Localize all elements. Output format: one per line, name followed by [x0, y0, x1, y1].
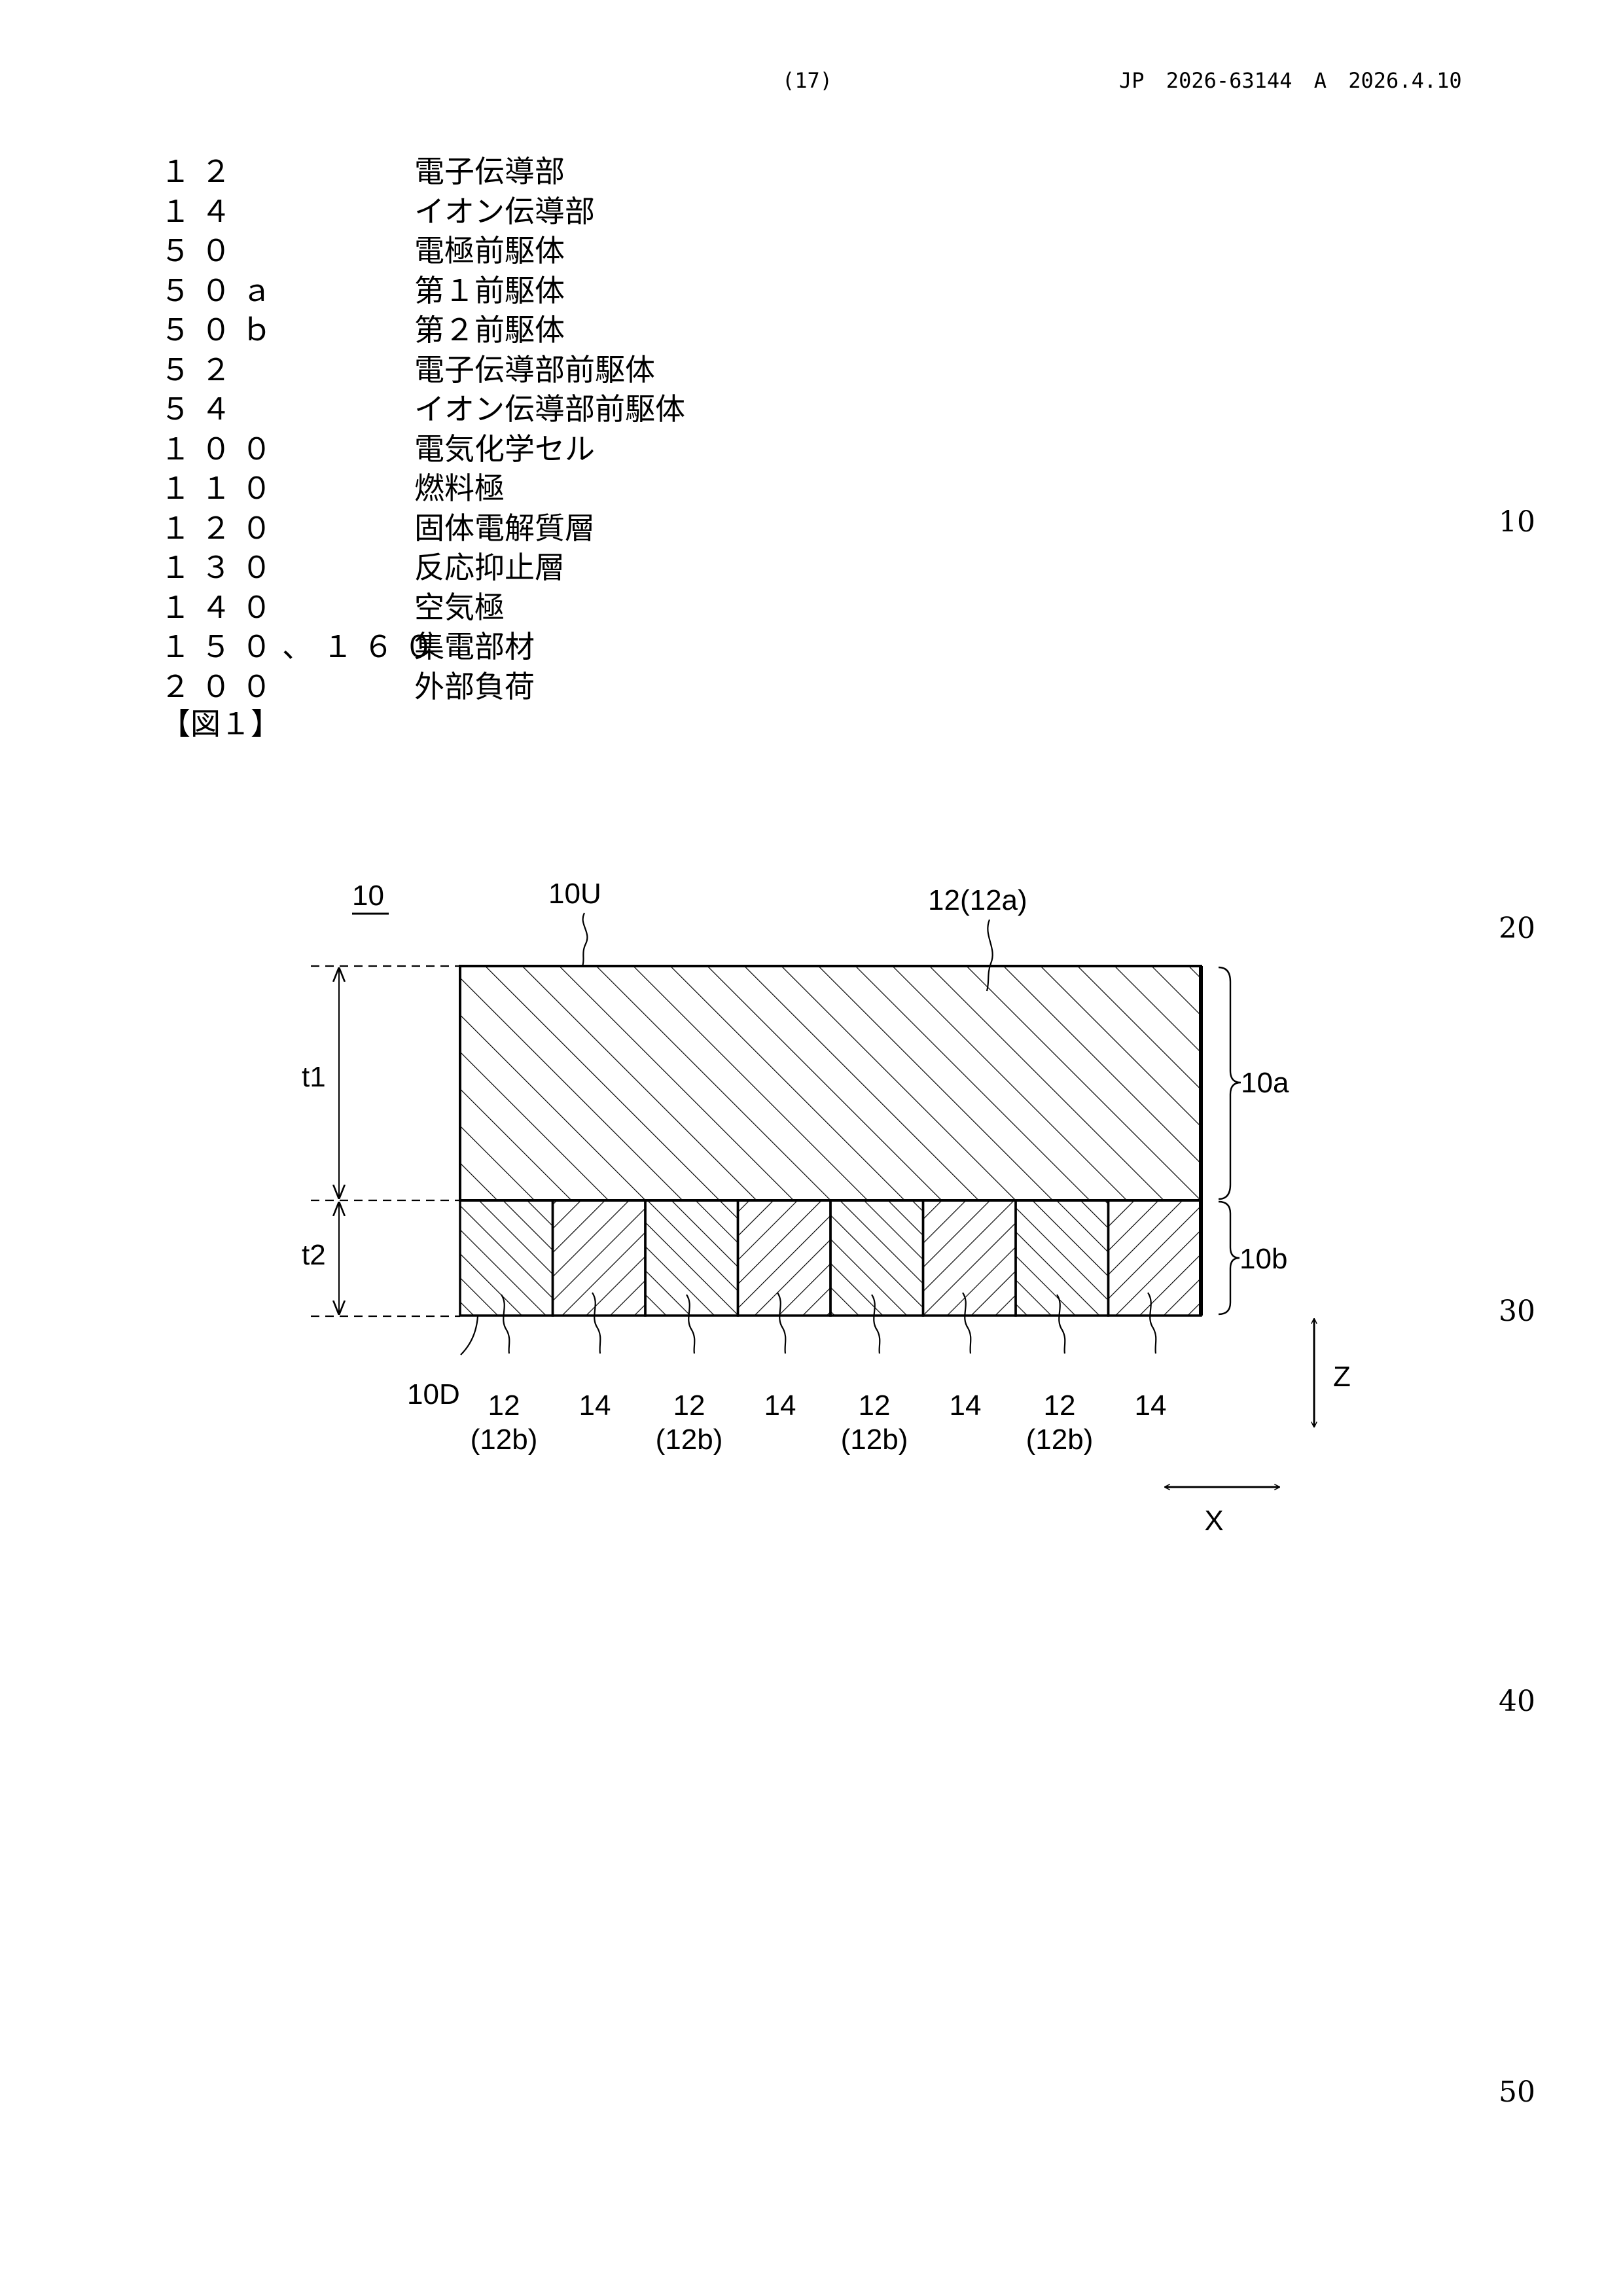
segment-electron-conductor — [645, 1200, 738, 1316]
segment-label: 14 — [1135, 1390, 1167, 1422]
figure-ref-number: 10 — [352, 880, 384, 912]
label-10a: 10a — [1241, 1067, 1289, 1099]
label-10b: 10b — [1240, 1243, 1287, 1275]
segment-electron-conductor — [460, 1200, 553, 1316]
segment-sublabel: (12b) — [471, 1424, 538, 1456]
label-10U: 10U — [548, 878, 601, 910]
leader-10U — [582, 913, 587, 966]
segment-label: 14 — [579, 1390, 611, 1422]
segment-sublabel: (12b) — [841, 1424, 908, 1456]
t1-label: t1 — [302, 1061, 326, 1093]
segment-ion-conductor — [1109, 1200, 1202, 1316]
segment-sublabel: (12b) — [1026, 1424, 1094, 1456]
segment-label: 14 — [950, 1390, 982, 1422]
brace-10a — [1219, 967, 1241, 1199]
brace-10b — [1219, 1202, 1240, 1314]
segment-ion-conductor — [553, 1200, 646, 1316]
segment-ion-conductor — [923, 1200, 1016, 1316]
segment-sublabel: (12b) — [656, 1424, 723, 1456]
dimension-extension-lines — [311, 966, 460, 1316]
segment-label: 12 — [1044, 1390, 1076, 1422]
lower-layer-10b — [460, 1200, 1201, 1316]
segment-label: 12 — [859, 1390, 891, 1422]
segment-electron-conductor — [1016, 1200, 1109, 1316]
z-axis-label: Z — [1333, 1361, 1351, 1393]
segment-label: 12 — [488, 1390, 520, 1422]
segment-ion-conductor — [738, 1200, 831, 1316]
t2-label: t2 — [302, 1239, 326, 1271]
segment-labels: 12 (12b) 14 12 (12b) 14 12 (12b) 14 12 (… — [471, 1390, 1167, 1456]
segment-label: 12 — [673, 1390, 705, 1422]
segment-label: 14 — [764, 1390, 796, 1422]
label-10D: 10D — [407, 1378, 460, 1410]
leader-10D — [461, 1316, 478, 1355]
upper-layer-hatch — [460, 966, 1201, 1200]
x-axis-label: X — [1204, 1505, 1223, 1537]
label-12-12a: 12(12a) — [928, 884, 1027, 916]
segment-electron-conductor — [830, 1200, 923, 1316]
